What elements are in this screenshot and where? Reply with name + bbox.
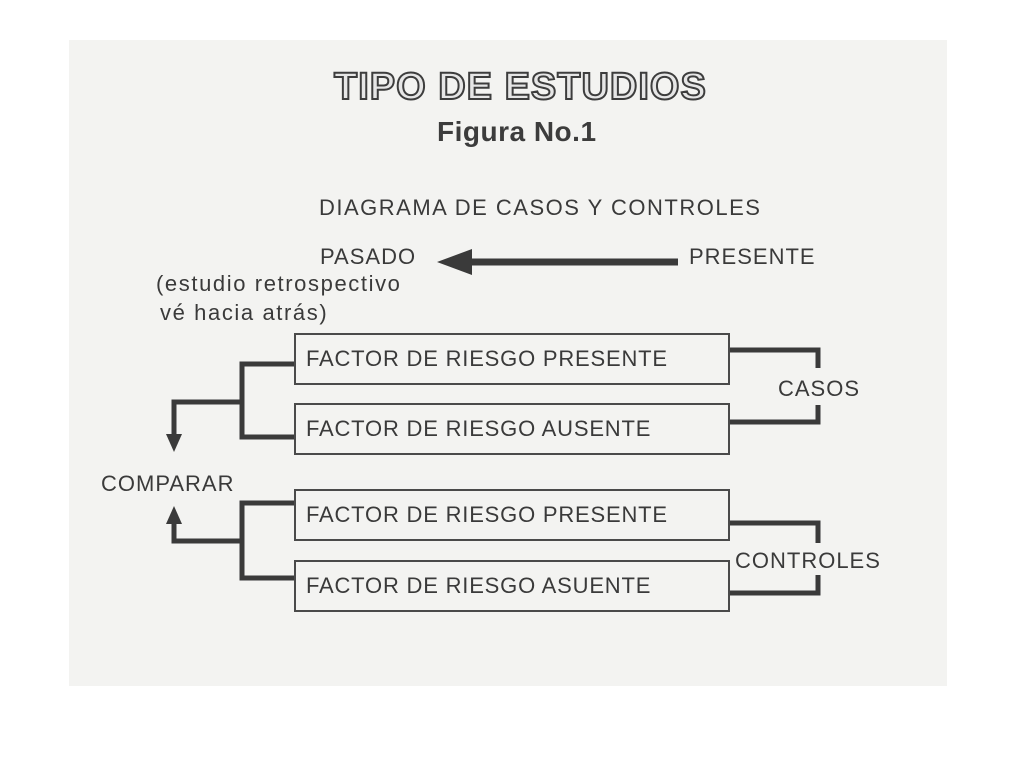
cases-label: CASOS — [778, 376, 861, 401]
compare-label: COMPARAR — [101, 471, 235, 496]
retrospective-note-line1: (estudio retrospectivo — [156, 271, 402, 296]
page-title: TIPO DE ESTUDIOS — [333, 65, 707, 109]
risk-factor-present-controls-box: FACTOR DE RIESGO PRESENTE — [294, 489, 730, 541]
time-arrow — [437, 249, 678, 275]
arrow-down-to-compare — [166, 434, 182, 452]
risk-factor-absent-controls-box: FACTOR DE RIESGO ASUENTE — [294, 560, 730, 612]
diagram-caption: DIAGRAMA DE CASOS Y CONTROLES — [319, 195, 762, 220]
figure-subtitle: Figura No.1 — [437, 116, 597, 147]
risk-factor-absent-cases-box: FACTOR DE RIESGO AUSENTE — [294, 403, 730, 455]
risk-factor-present-cases-box: FACTOR DE RIESGO PRESENTE — [294, 333, 730, 385]
present-label: PRESENTE — [689, 244, 816, 269]
controls-right-bracket — [729, 520, 821, 596]
cases-right-bracket — [729, 347, 821, 425]
cases-compare-bracket — [171, 361, 294, 440]
arrow-up-from-compare — [166, 506, 182, 524]
controls-compare-bracket — [171, 500, 294, 581]
controls-label: CONTROLES — [735, 548, 881, 573]
retrospective-note-line2: vé hacia atrás) — [160, 300, 329, 325]
past-label: PASADO — [320, 244, 417, 269]
